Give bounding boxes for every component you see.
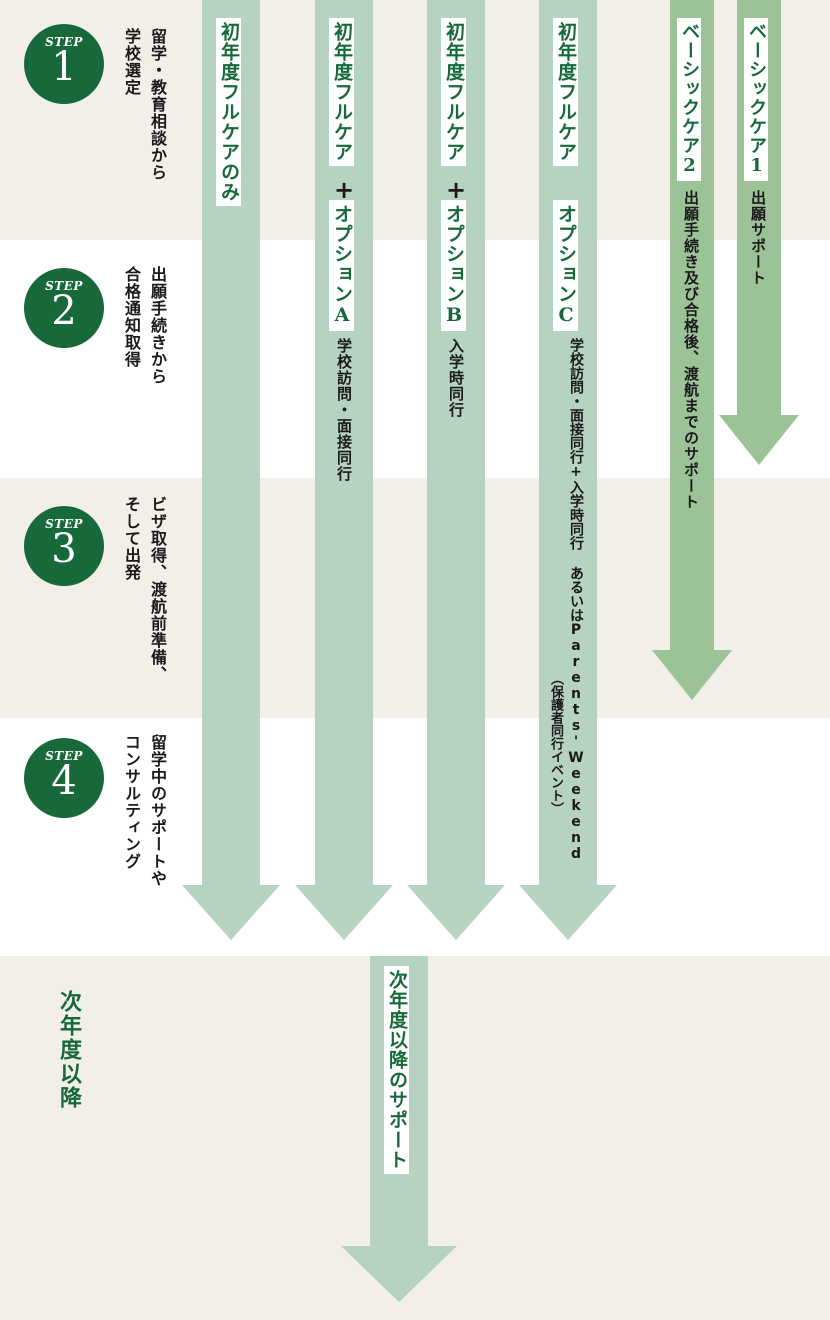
arrow-head [182,885,280,940]
plan-basic-care-2-description: 出願手続き及び合格後、渡航までのサポート [682,190,700,510]
arrow-head [407,885,505,940]
next-year-support-title: 次年度以降のサポート [384,966,409,1174]
plan-basic-care-1-title: ベーシックケア1 [744,18,768,181]
step-number: 2 [51,288,77,334]
step-1-badge: STEP 1 [24,24,104,104]
step-3-line-1: ビザ取得、渡航前準備、 [148,496,167,683]
plan-option-a-description: 学校訪問・面接同行 [335,338,353,482]
step-3-line-2: そして出発 [122,496,141,581]
step-number: 3 [51,526,77,572]
step-2-line-2: 合格通知取得 [122,266,141,368]
next-year-label: 次年度以降 [56,990,81,1110]
plan-option-c-description: 学校訪問・面接同行+入学時同行 あるいはParents'Weekend [568,338,584,862]
plus-icon: + [334,176,355,204]
plan-basic-care-2-title: ベーシックケア2 [677,18,701,181]
arrow-head [652,650,732,700]
step-4-line-1: 留学中のサポートや [148,734,167,887]
plan-option-b-description: 入学時同行 [447,338,465,418]
step-label: STEP [45,279,83,293]
step-2-badge: STEP 2 [24,268,104,348]
step-label: STEP [45,35,83,49]
arrow-head [295,885,393,940]
plan-option-c-option: オプションC [553,200,578,331]
step-4-line-2: コンサルティング [122,734,141,870]
step-1-line-1: 留学・教育相談から [148,28,167,181]
step-3-badge: STEP 3 [24,506,104,586]
step-number: 4 [51,758,77,804]
step-1-description: 留学・教育相談から 学校選定 [118,28,170,181]
plan-option-c-title: 初年度フルケア [553,18,578,166]
plan-option-c-note: （保護者同行イベント） [548,672,563,815]
arrow-head [341,1246,457,1302]
plan-basic-care-1-description: 出願サポート [749,190,767,286]
plan-full-care-only-title: 初年度フルケアのみ [216,18,241,206]
step-2-description: 出願手続きから 合格通知取得 [118,266,170,385]
step-label: STEP [45,749,83,763]
step-number: 1 [51,44,77,90]
plan-option-a-option: オプションA [329,200,354,331]
plan-option-a-title: 初年度フルケア [329,18,354,166]
step-1-line-2: 学校選定 [122,28,141,96]
plan-option-b-title: 初年度フルケア [441,18,466,166]
step-4-badge: STEP 4 [24,738,104,818]
step-4-description: 留学中のサポートや コンサルティング [118,734,170,887]
step-3-description: ビザ取得、渡航前準備、 そして出発 [118,496,170,683]
step-label: STEP [45,517,83,531]
arrow-head [519,885,617,940]
step-2-line-1: 出願手続きから [148,266,167,385]
plan-option-b-option: オプションB [441,200,466,331]
plus-icon: + [446,176,467,204]
arrow-head [719,415,799,465]
